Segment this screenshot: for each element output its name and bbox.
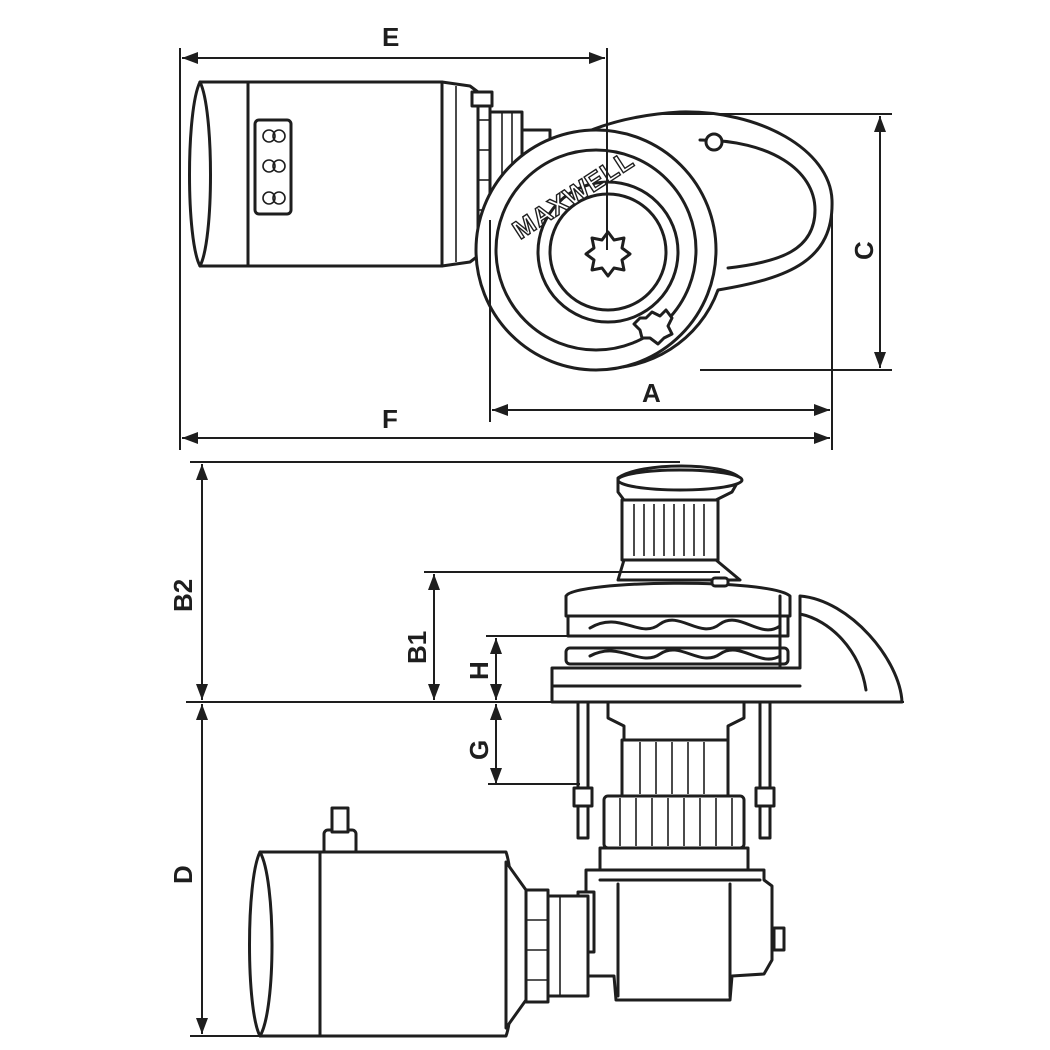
gearbox [584, 868, 774, 1002]
side-deck-housing [550, 594, 904, 704]
dimension-f: F [179, 100, 830, 450]
gear-emblem-icon [632, 308, 674, 346]
dimension-b1: B1 [402, 571, 720, 700]
dimension-h: H [464, 635, 780, 700]
top-view: MAXWELL E C A [179, 22, 892, 450]
dimension-a: A [489, 200, 833, 450]
dimension-c: C [660, 113, 892, 371]
label-d: D [168, 865, 198, 884]
label-g: G [464, 740, 494, 760]
side-gypsy [564, 576, 792, 666]
dimension-b2: B2 [168, 461, 680, 700]
label-a: A [642, 378, 661, 408]
side-shaft-and-gearbox [572, 700, 786, 1002]
side-motor [248, 806, 590, 1038]
label-b1: B1 [402, 631, 432, 664]
label-h: H [464, 661, 494, 680]
dimension-d: D [168, 704, 260, 1037]
label-e: E [382, 22, 399, 52]
top-deck-housing: MAXWELL [474, 110, 834, 372]
side-capstan [616, 464, 744, 582]
dimension-e: E [179, 22, 608, 250]
drive-shaft-icon [584, 230, 632, 278]
label-f: F [382, 404, 398, 434]
label-c: C [849, 241, 879, 260]
label-b2: B2 [168, 579, 198, 612]
side-view: B2 B1 H G [168, 461, 904, 1038]
dimension-g: G [464, 704, 580, 785]
